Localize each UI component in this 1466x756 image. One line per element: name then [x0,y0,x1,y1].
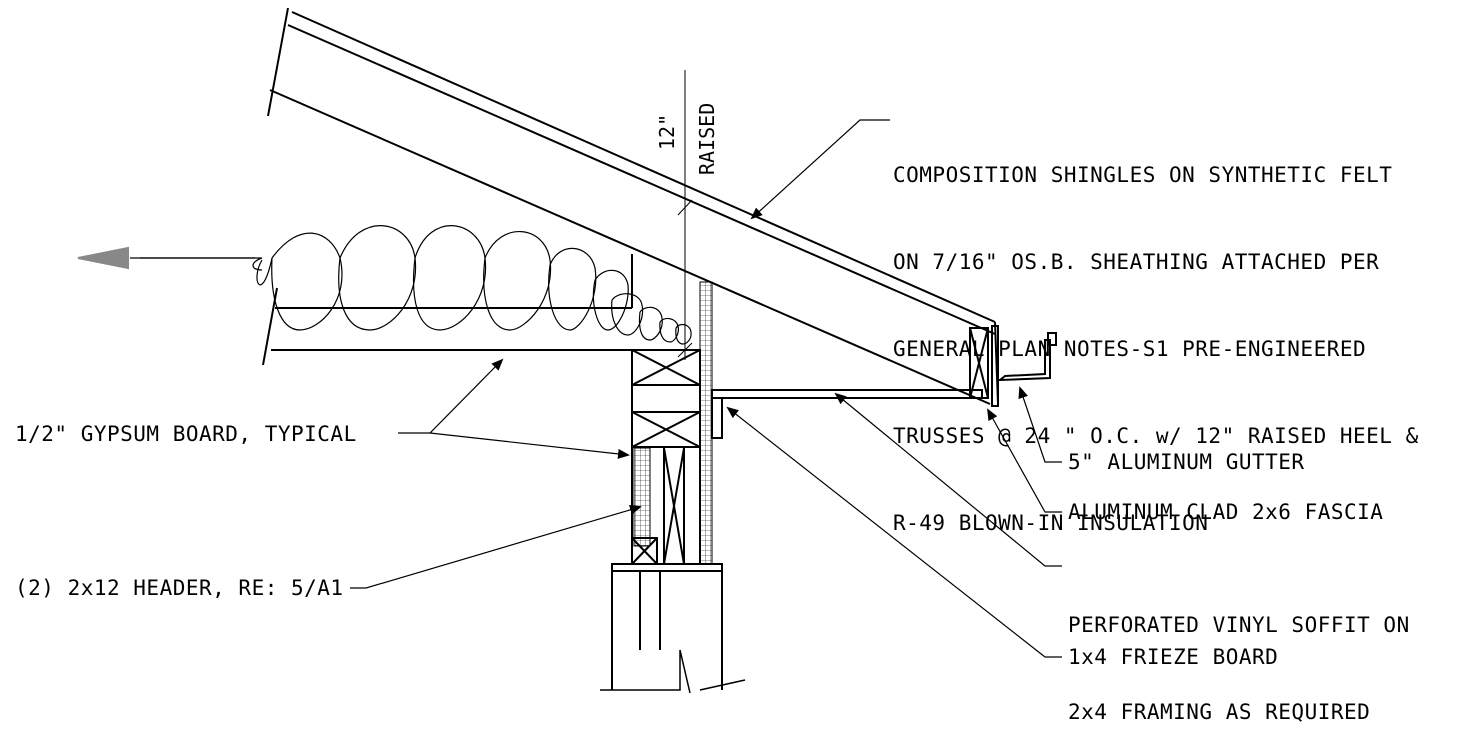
exterior-wall [600,281,746,693]
soffit-note-line: 2x4 FRAMING AS REQUIRED [1068,700,1371,724]
soffit-fascia [711,325,1057,439]
roof-eave-detail-drawing [77,7,1062,693]
raised-heel-dimension [677,70,693,360]
ceiling-joist [262,254,633,366]
roof-note-line: GENERAL PLAN NOTES-S1 PRE-ENGINEERED [893,337,1367,361]
fascia-note: ALUMINUM CLAD 2x6 FASCIA [1068,500,1384,524]
soffit-note-line: PERFORATED VINYL SOFFIT ON [1068,613,1410,637]
frieze-note: 1x4 FRIEZE BOARD [1068,645,1279,669]
roof-note-line: TRUSSES @ 24 " O.C. w/ 12" RAISED HEEL & [893,424,1419,448]
roof-note-line: COMPOSITION SHINGLES ON SYNTHETIC FELT [893,163,1393,187]
gutter-note: 5" ALUMINUM GUTTER [1068,450,1305,474]
roof-rafter [267,7,999,405]
gypsum-note: 1/2" GYPSUM BOARD, TYPICAL [15,422,357,446]
dimension-value: 12" [655,113,679,150]
roof-note-line: R-49 BLOWN-IN INSULATION [893,511,1209,535]
leader-lines [350,119,1062,658]
header-note: (2) 2x12 HEADER, RE: 5/A1 [15,576,344,600]
continuation-arrow [77,246,255,270]
roof-note: COMPOSITION SHINGLES ON SYNTHETIC FELT O… [893,103,1419,567]
dimension-label: RAISED [695,102,719,175]
roof-note-line: ON 7/16" OS.B. SHEATHING ATTACHED PER [893,250,1380,274]
insulation-batts [140,225,692,345]
